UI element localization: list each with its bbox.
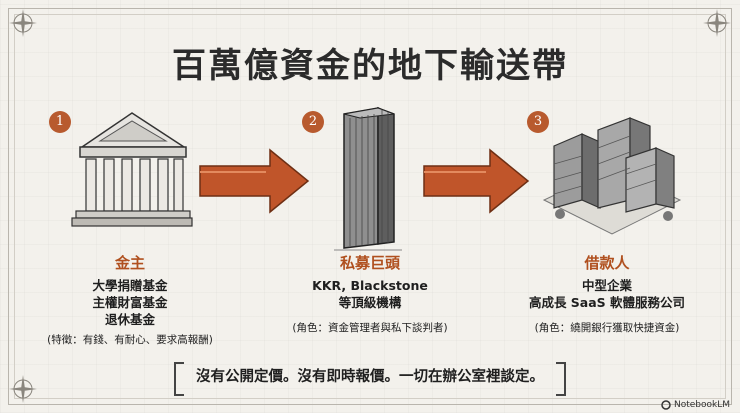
step-2-role: 私募巨頭 — [339, 254, 400, 272]
office-complex-icon — [542, 117, 682, 235]
flow-arrow-1 — [199, 148, 310, 214]
bank-building-icon — [71, 112, 193, 227]
flow-arrow-2 — [423, 148, 530, 214]
left-bracket — [174, 362, 184, 396]
outer-frame — [8, 8, 732, 405]
step-1-line: 大學捐贈基金 — [92, 278, 168, 293]
step-2-line: KKR, Blackstone — [312, 278, 428, 293]
right-bracket — [556, 362, 566, 396]
compass-icon — [9, 9, 37, 37]
compass-icon — [703, 9, 731, 37]
compass-icon — [9, 375, 37, 403]
slogan-text: 沒有公開定價。沒有即時報價。一切在辦公室裡談定。 — [196, 369, 544, 385]
step-3-line: 高成長 SaaS 軟體服務公司 — [528, 295, 686, 310]
step-3-badge: 3 — [527, 111, 549, 133]
step-2-line: 等頂級機構 — [338, 295, 402, 310]
step-1-line: 退休基金 — [104, 312, 155, 327]
skyscraper-icon — [334, 106, 402, 251]
step-1-line: 主權財富基金 — [92, 295, 168, 310]
step-3-role: 借款人 — [584, 254, 630, 272]
inner-frame — [14, 14, 726, 399]
page-title: 百萬億資金的地下輸送帶 — [172, 46, 568, 86]
step-2-note: (角色：資金管理者與私下談判者) — [292, 322, 448, 334]
step-1-column: 金主 大學捐贈基金 主權財富基金 退休基金 (特徵：有錢、有耐心、要求高報酬) — [30, 252, 230, 349]
step-3-note: (角色：繞開銀行獲取快捷資金) — [534, 322, 680, 334]
step-2-column: 私募巨頭 KKR, Blackstone 等頂級機構 (角色：資金管理者與私下談… — [270, 252, 470, 337]
step-3-column: 借款人 中型企業 高成長 SaaS 軟體服務公司 (角色：繞開銀行獲取快捷資金) — [502, 252, 712, 337]
logo-text: NotebookLM — [673, 400, 730, 410]
notebooklm-logo: NotebookLM — [661, 400, 730, 410]
step-1-role: 金主 — [114, 254, 145, 272]
slogan-box: 沒有公開定價。沒有即時報價。一切在辦公室裡談定。 — [174, 362, 566, 396]
step-1-note: (特徵：有錢、有耐心、要求高報酬) — [47, 334, 213, 346]
step-1-badge: 1 — [49, 111, 71, 133]
step-2-badge: 2 — [302, 111, 324, 133]
step-3-line: 中型企業 — [581, 278, 632, 293]
notebooklm-icon — [661, 400, 671, 410]
